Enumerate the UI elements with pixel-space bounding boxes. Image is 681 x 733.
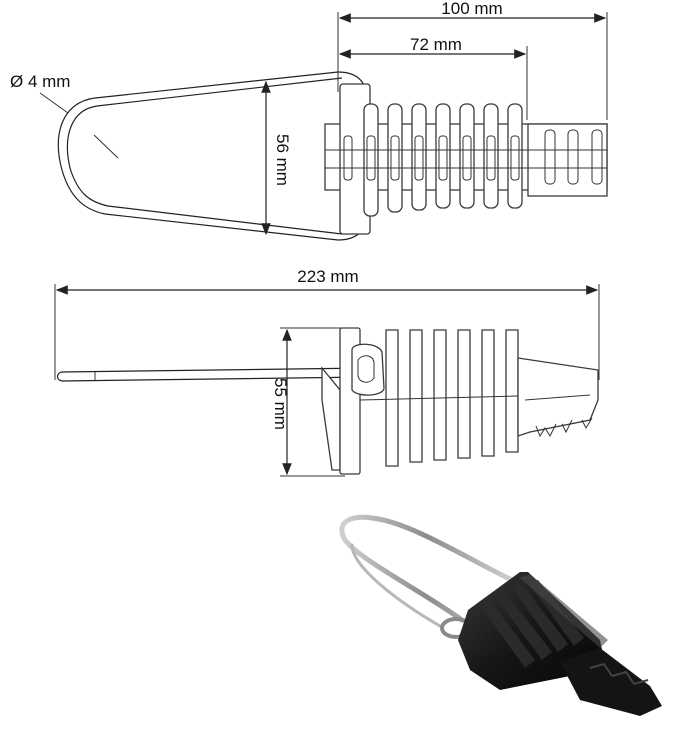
dimension-223mm: 223 mm xyxy=(54,267,600,380)
top-view: 100 mm 72 mm Ø 4 mm 56 mm xyxy=(10,0,608,241)
dimension-56mm: 56 mm xyxy=(261,80,292,236)
side-view: 223 mm 55 mm xyxy=(54,267,600,477)
product-photo xyxy=(339,514,662,716)
dimension-label-100mm: 100 mm xyxy=(441,0,502,18)
bail-wire-side xyxy=(56,367,369,382)
dimension-72mm: 72 mm xyxy=(338,35,528,120)
clamp-body-side xyxy=(321,327,599,475)
dimension-label-55mm: 55 mm xyxy=(271,378,290,430)
dimension-label-72mm: 72 mm xyxy=(410,35,462,54)
dimension-label-56mm: 56 mm xyxy=(273,134,292,186)
dimension-55mm: 55 mm xyxy=(271,327,345,477)
dimension-label-diameter: Ø 4 mm xyxy=(10,72,70,91)
dimension-100mm: 100 mm xyxy=(337,0,608,120)
bail-wire-top xyxy=(57,71,367,241)
dimension-label-223mm: 223 mm xyxy=(297,267,358,286)
dimension-wire-diameter: Ø 4 mm xyxy=(10,72,119,159)
clamp-body-top xyxy=(324,83,608,235)
